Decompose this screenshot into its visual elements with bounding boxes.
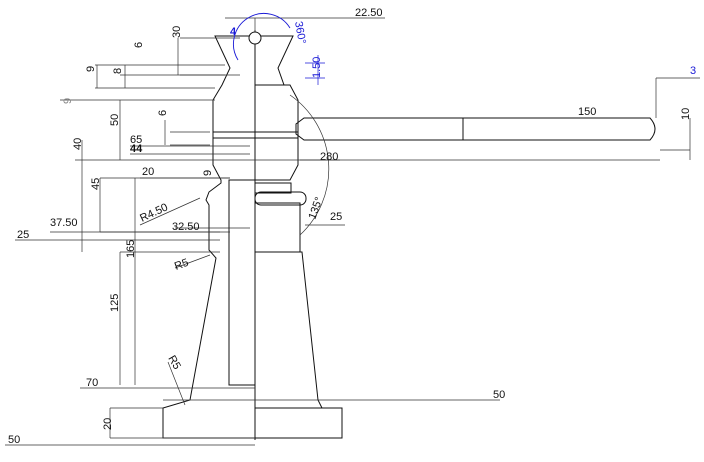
dim-label: 50	[8, 434, 20, 446]
dim-label: 9	[62, 98, 74, 104]
dim-label: 125	[109, 294, 121, 312]
dim-label: R5	[165, 354, 182, 372]
dim-label: 50	[493, 389, 505, 401]
dim-label: 70	[86, 377, 98, 389]
dim-label: 44	[130, 143, 143, 155]
blue-annotations	[233, 13, 325, 85]
collar-right	[254, 202, 301, 253]
dim-label: 25	[17, 229, 29, 241]
dim-label: 20	[102, 418, 114, 430]
dimension-lines	[5, 17, 700, 446]
dim-label: 32.50	[172, 221, 200, 233]
section-bore	[228, 179, 256, 386]
dim-label: 37.50	[50, 217, 78, 229]
dim-label: 135°	[307, 196, 326, 221]
funnel-right	[254, 35, 294, 86]
dim-label: 6	[133, 42, 145, 48]
dim-label: 9	[85, 66, 97, 72]
dim-label: 280	[320, 151, 338, 163]
dim-label: 45	[90, 178, 102, 190]
dim-label: 10	[680, 108, 692, 120]
dim-label: 20	[142, 166, 154, 178]
dim-label: 360°	[292, 20, 308, 45]
dim-label: 3	[690, 65, 696, 77]
dim-label: 30	[171, 26, 183, 38]
dim-label: 4	[230, 26, 237, 38]
dim-label: 22.50	[355, 7, 383, 19]
dim-label: 50	[109, 114, 121, 126]
dim-label: R4.50	[138, 201, 170, 224]
dim-label: 1.50	[311, 57, 323, 78]
jack-body	[162, 30, 656, 440]
dim-label: 25	[330, 211, 342, 223]
dim-label: R5	[173, 257, 190, 273]
dim-label: 9	[202, 170, 214, 176]
dim-label: 165	[125, 240, 137, 258]
dim-label: 6	[157, 110, 169, 116]
dim-label: 150	[578, 106, 596, 118]
dim-label: 8	[112, 68, 124, 74]
handle-rod	[295, 117, 656, 141]
section-left	[162, 35, 256, 439]
dim-label: 65	[130, 134, 142, 146]
base-flange-right	[254, 407, 343, 439]
dimension-labels: 22.50 4 360° 30 6 9 8 1.50 3 9 50 6 65 4…	[8, 7, 696, 446]
cone-right	[254, 251, 323, 409]
dim-label: 40	[72, 138, 84, 150]
